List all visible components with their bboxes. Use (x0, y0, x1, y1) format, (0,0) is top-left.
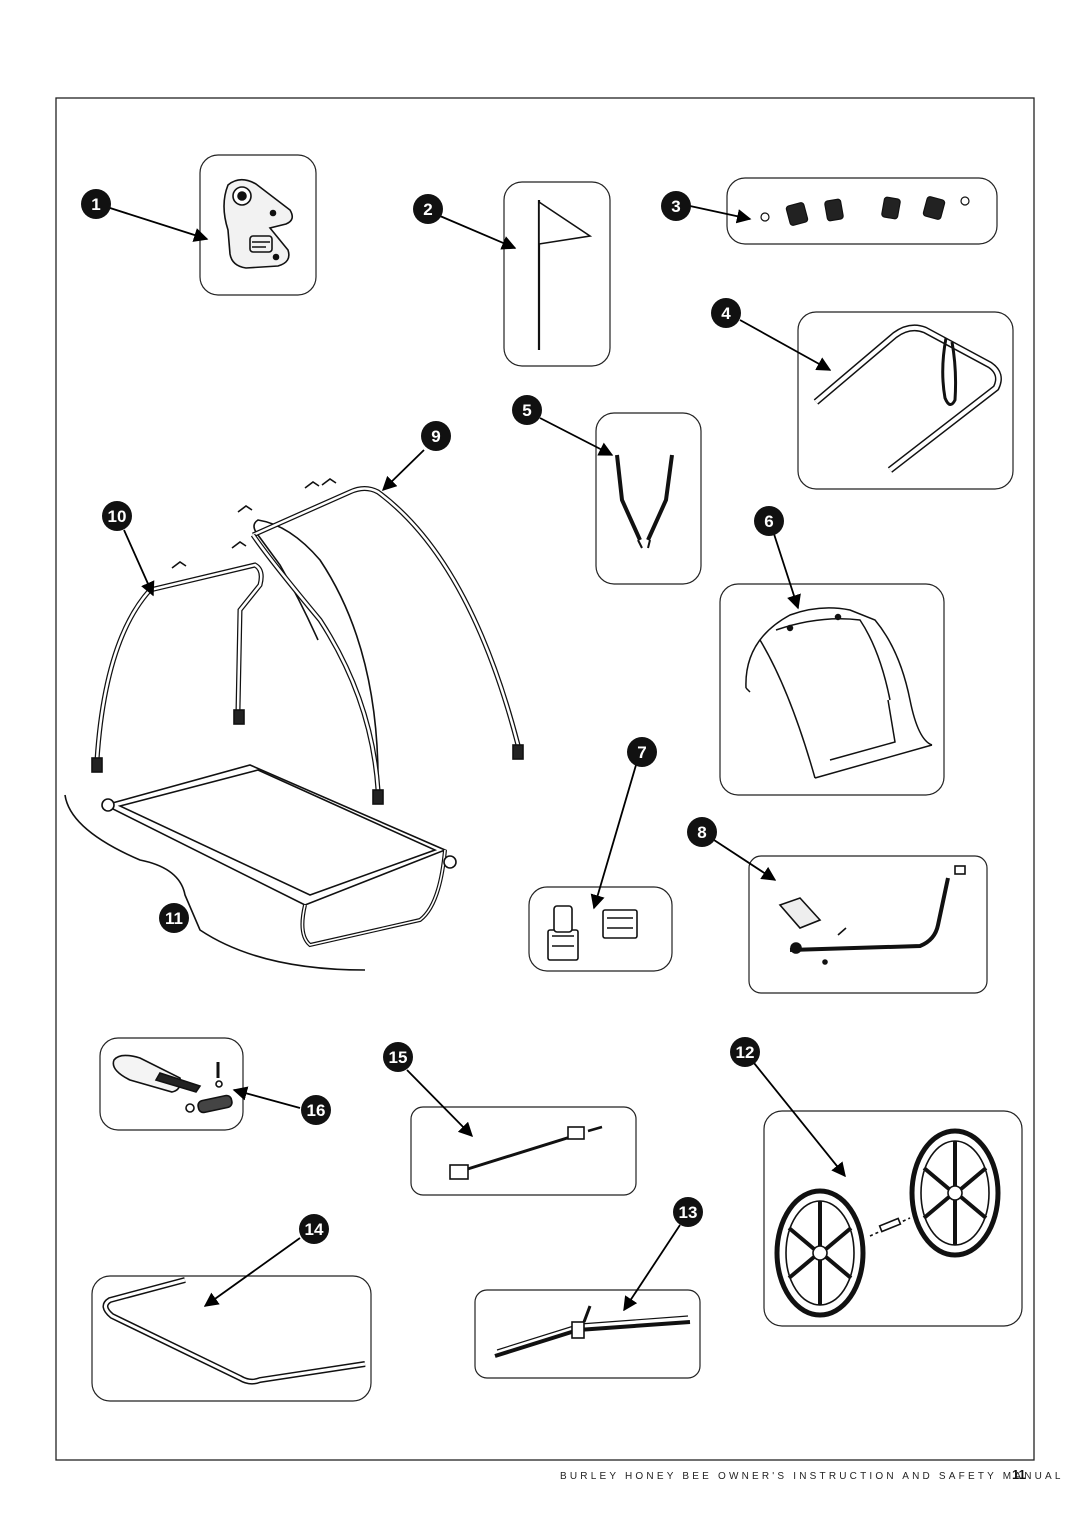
part-box-3 (726, 177, 998, 245)
part-box-12 (763, 1110, 1023, 1327)
strap-pair-illustration (494, 1305, 691, 1358)
page-number: 11 (1012, 1467, 1026, 1482)
svg-text:15: 15 (389, 1048, 408, 1067)
y-strap-illustration (615, 454, 674, 549)
wheels-illustration (774, 1128, 1001, 1318)
callout-number-14: 14 (299, 1214, 329, 1244)
base-frame-illustration (64, 764, 457, 971)
part-box-8 (748, 855, 988, 994)
callout-number-10: 10 (102, 501, 132, 531)
svg-text:12: 12 (736, 1043, 755, 1062)
safety-flag-illustration (537, 200, 593, 350)
part-box-2 (503, 181, 611, 367)
part-box-14 (91, 1275, 372, 1402)
callout-number-11: 11 (159, 903, 189, 933)
svg-text:7: 7 (637, 743, 646, 762)
push-handle-illustration (813, 324, 1002, 473)
callout-number-4: 4 (711, 298, 741, 328)
part-box-16 (99, 1037, 244, 1131)
tow-bar-illustration (102, 1277, 366, 1385)
svg-text:10: 10 (108, 507, 127, 526)
callout-number-12: 12 (730, 1037, 760, 1067)
svg-text:16: 16 (307, 1101, 326, 1120)
callout-number-9: 9 (421, 421, 451, 451)
callout-number-8: 8 (687, 817, 717, 847)
part-box-1 (199, 154, 317, 296)
callout-number-2: 2 (413, 194, 443, 224)
callout-number-13: 13 (673, 1197, 703, 1227)
roll-bar-frames-illustration (91, 478, 524, 805)
safety-strap-illustration (112, 1054, 233, 1114)
part-box-6 (719, 583, 945, 796)
manual-title-footer: BURLEY HONEY BEE OWNER'S INSTRUCTION AND… (560, 1471, 1064, 1482)
fastener-set-illustration (760, 196, 970, 226)
svg-text:14: 14 (305, 1220, 324, 1239)
callout-number-5: 5 (512, 395, 542, 425)
part-box-15 (410, 1106, 637, 1196)
svg-text:13: 13 (679, 1203, 698, 1222)
callout-number-7: 7 (627, 737, 657, 767)
part-box-13 (474, 1289, 701, 1379)
svg-text:4: 4 (721, 304, 731, 323)
svg-text:8: 8 (697, 823, 706, 842)
callout-number-3: 3 (661, 191, 691, 221)
svg-text:9: 9 (431, 427, 440, 446)
svg-text:6: 6 (764, 512, 773, 531)
svg-text:2: 2 (423, 200, 432, 219)
page-frame (55, 97, 1035, 1461)
svg-text:1: 1 (91, 195, 100, 214)
callout-number-6: 6 (754, 506, 784, 536)
hitch-bracket-illustration (223, 178, 294, 269)
axle-rod-illustration (449, 1125, 603, 1180)
svg-text:11: 11 (165, 909, 183, 928)
callout-number-15: 15 (383, 1042, 413, 1072)
svg-text:5: 5 (522, 401, 531, 420)
canopy-cover-illustration (745, 607, 933, 779)
callout-arrows (109, 205, 846, 1312)
part-box-4 (797, 311, 1014, 490)
callout-number-16: 16 (301, 1095, 331, 1125)
callout-number-1: 1 (81, 189, 111, 219)
frame-clip-illustration (547, 905, 638, 961)
part-box-5 (595, 412, 702, 585)
tow-arm-illustration (778, 865, 966, 965)
svg-text:3: 3 (671, 197, 680, 216)
